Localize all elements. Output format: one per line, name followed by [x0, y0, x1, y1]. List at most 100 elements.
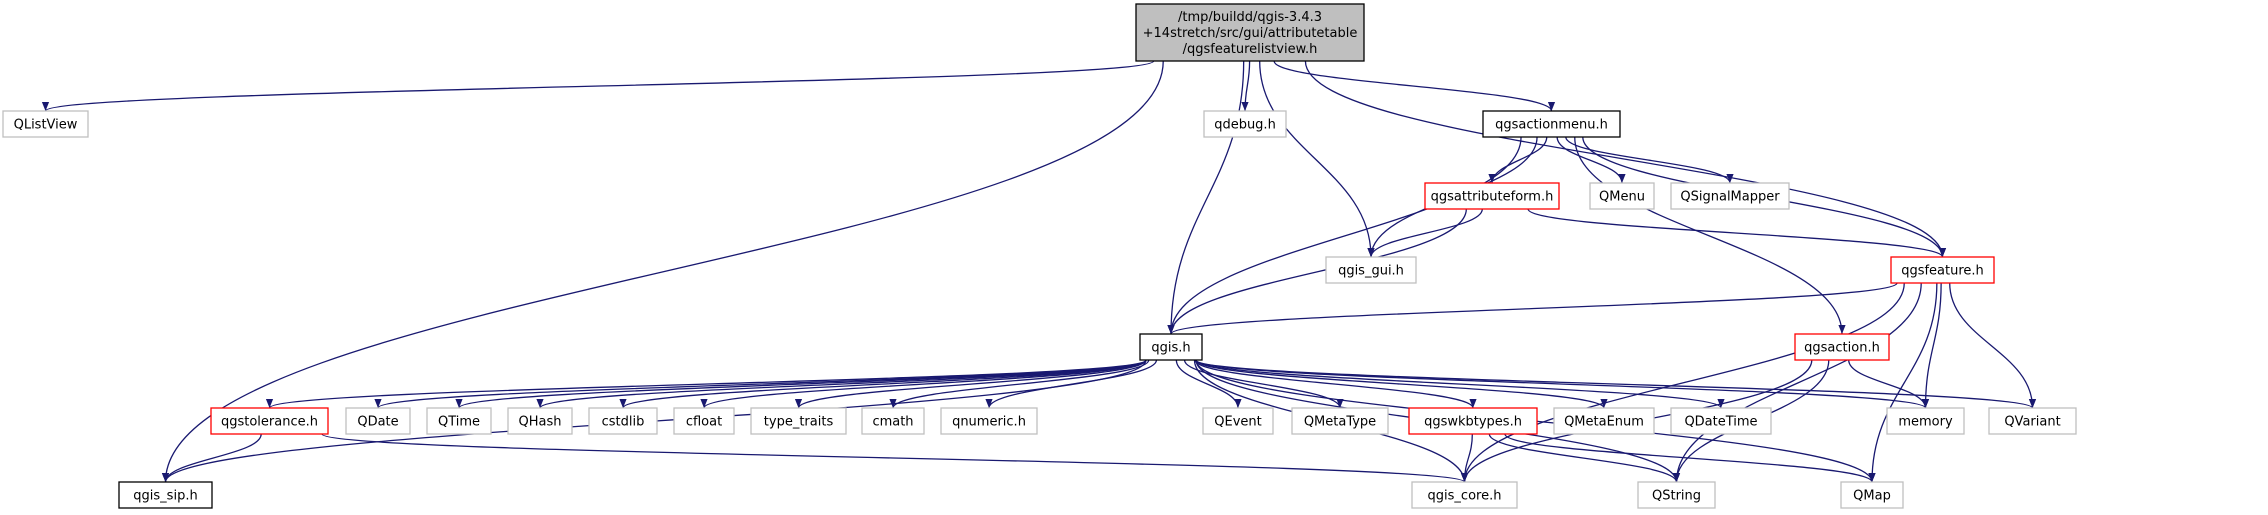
node-qgsaction_h[interactable]: qgsaction.h: [1794, 333, 1890, 361]
edge-qgsattributeform_h-to-qgsfeature_h: [1527, 208, 1946, 258]
node-label-qnumeric_h-0: qnumeric.h: [952, 415, 1026, 430]
edge-root-to-qdebug_h: [1241, 60, 1251, 112]
node-qgis_h[interactable]: qgis.h: [1139, 333, 1203, 361]
node-qgsactionmenu_h[interactable]: qgsactionmenu.h: [1482, 110, 1621, 138]
node-label-qgsaction_h-0: qgsaction.h: [1804, 341, 1880, 356]
edge-qgsfeature_h-to-qgis_h: [1167, 282, 1898, 335]
node-label-QEvent-0: QEvent: [1214, 415, 1261, 430]
node-qdebug_h: qdebug.h: [1203, 110, 1287, 138]
node-box-QMap: [1840, 481, 1904, 509]
node-qgis_sip_h[interactable]: qgis_sip.h: [118, 481, 213, 509]
node-box-qgsactionmenu_h: [1482, 110, 1621, 138]
edge-qgis_h-to-QEvent: [1175, 359, 1242, 409]
edge-qgis_h-to-cstdlib: [619, 359, 1147, 409]
node-qgis_gui_h: qgis_gui.h: [1325, 256, 1417, 284]
node-box-QHash: [507, 407, 573, 435]
edges-layer: [42, 60, 2037, 483]
node-label-QListView-0: QListView: [14, 118, 78, 133]
edge-qgsactionmenu_h-to-qgis_h: [1167, 136, 1522, 335]
node-label-QMap-0: QMap: [1853, 489, 1891, 504]
node-qgswkbtypes_h[interactable]: qgswkbtypes.h: [1408, 407, 1538, 435]
node-box-qdebug_h: [1203, 110, 1287, 138]
edge-qgis_h-to-memory: [1195, 359, 1929, 409]
edge-root-to-qgis_gui_h: [1259, 60, 1375, 258]
node-label-qgis_h-0: qgis.h: [1151, 341, 1190, 356]
edge-qgsfeature_h-to-memory: [1921, 282, 1942, 409]
node-box-QString: [1637, 481, 1716, 509]
node-label-QTime-0: QTime: [438, 415, 480, 430]
edge-qgswkbtypes_h-to-qgis_core_h: [1460, 433, 1473, 483]
edge-root-to-qgsactionmenu_h: [1273, 60, 1555, 112]
node-box-qnumeric_h: [940, 407, 1038, 435]
node-label-qgswkbtypes_h-0: qgswkbtypes.h: [1424, 415, 1522, 430]
node-QTime: QTime: [426, 407, 492, 435]
node-box-qgsaction_h: [1794, 333, 1890, 361]
node-QEvent: QEvent: [1202, 407, 1274, 435]
edge-qgis_h-to-QVariant: [1195, 359, 2036, 409]
node-QListView: QListView: [2, 110, 89, 138]
edge-qgis_h-to-cfloat: [700, 359, 1147, 409]
edge-qgsactionmenu_h-to-QMenu: [1556, 136, 1626, 184]
edge-qgstolerance_h-to-qgis_core_h: [321, 433, 1468, 483]
node-label-QMetaEnum-0: QMetaEnum: [1564, 415, 1644, 430]
node-box-qgsfeature_h: [1890, 256, 1995, 284]
node-box-memory: [1886, 407, 1965, 435]
node-box-QDateTime: [1670, 407, 1772, 435]
edge-qgsattributeform_h-to-qgis_h: [1167, 208, 1467, 335]
edge-qgis_h-to-type_traits: [795, 359, 1147, 409]
node-box-cfloat: [673, 407, 735, 435]
node-label-qgsattributeform_h-0: qgsattributeform.h: [1431, 190, 1554, 205]
edge-qgis_h-to-qgswkbtypes_h: [1194, 359, 1477, 409]
node-label-type_traits-0: type_traits: [764, 415, 834, 430]
node-QMetaEnum: QMetaEnum: [1553, 407, 1655, 435]
node-box-type_traits: [750, 407, 847, 435]
edge-qgsfeature_h-to-QString: [1672, 282, 1922, 483]
node-label-QHash-0: QHash: [519, 415, 562, 430]
edge-qgis_h-to-QMetaEnum: [1195, 359, 1608, 409]
node-QMap: QMap: [1840, 481, 1904, 509]
edge-qgsaction_h-to-memory: [1848, 359, 1930, 409]
node-label-root-0: /tmp/buildd/qgis-3.4.3: [1178, 10, 1322, 25]
node-label-QString-0: QString: [1652, 489, 1701, 504]
node-box-QMetaEnum: [1553, 407, 1655, 435]
edge-qgsactionmenu_h-to-QSignalMapper: [1565, 136, 1734, 184]
node-QVariant: QVariant: [1988, 407, 2077, 435]
node-QString: QString: [1637, 481, 1716, 509]
node-label-memory-0: memory: [1898, 415, 1953, 430]
edge-qgis_h-to-QDate: [374, 359, 1147, 409]
node-label-QSignalMapper-0: QSignalMapper: [1680, 190, 1780, 205]
node-qgsfeature_h[interactable]: qgsfeature.h: [1890, 256, 1995, 284]
node-box-QVariant: [1988, 407, 2077, 435]
node-QMenu: QMenu: [1589, 182, 1655, 210]
edge-root-to-qgsfeature_h: [1304, 60, 1947, 258]
node-box-QMenu: [1589, 182, 1655, 210]
node-root[interactable]: /tmp/buildd/qgis-3.4.3+14stretch/src/gui…: [1135, 3, 1365, 62]
node-qnumeric_h: qnumeric.h: [940, 407, 1038, 435]
edge-qgstolerance_h-to-qgis_sip_h: [161, 433, 262, 483]
node-QHash: QHash: [507, 407, 573, 435]
node-label-root-1: +14stretch/src/gui/attributetable: [1143, 26, 1358, 41]
edge-qgis_h-to-QHash: [536, 359, 1147, 409]
node-label-qgis_gui_h-0: qgis_gui.h: [1338, 264, 1404, 279]
edge-qgsfeature_h-to-QVariant: [1949, 282, 2037, 409]
node-qgstolerance_h[interactable]: qgstolerance.h: [210, 407, 329, 435]
node-label-cmath-0: cmath: [872, 415, 913, 430]
node-box-QTime: [426, 407, 492, 435]
node-QDate: QDate: [345, 407, 411, 435]
edge-qgsfeature_h-to-qgis_core_h: [1460, 282, 1905, 483]
node-QDateTime: QDateTime: [1670, 407, 1772, 435]
node-label-qgsactionmenu_h-0: qgsactionmenu.h: [1495, 118, 1608, 133]
node-label-qdebug_h-0: qdebug.h: [1214, 118, 1276, 133]
node-label-QDate-0: QDate: [357, 415, 398, 430]
node-label-qgis_core_h-0: qgis_core.h: [1428, 489, 1502, 504]
node-box-qgis_sip_h: [118, 481, 213, 509]
node-box-QListView: [2, 110, 89, 138]
node-label-QMetaType-0: QMetaType: [1304, 415, 1376, 430]
node-label-QMenu-0: QMenu: [1599, 190, 1645, 205]
node-box-qgis_gui_h: [1325, 256, 1417, 284]
node-label-cfloat-0: cfloat: [686, 415, 722, 430]
edge-qgsactionmenu_h-to-qgsaction_h: [1574, 136, 1846, 335]
node-box-root: [1135, 3, 1365, 62]
node-qgsattributeform_h[interactable]: qgsattributeform.h: [1424, 182, 1560, 210]
edge-qgswkbtypes_h-to-QString: [1488, 433, 1681, 483]
